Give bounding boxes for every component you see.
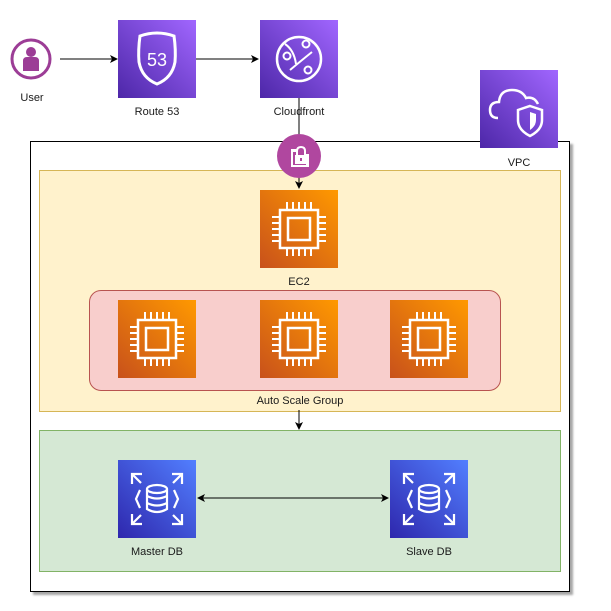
master-db-label: Master DB [131,546,183,558]
ec2-label: EC2 [288,276,310,288]
ec2-chip-icon [402,312,456,366]
asg-instance-1[interactable] [118,300,196,378]
cloudfront-label: Cloudfront [273,106,325,118]
route53-icon: 53 [137,31,177,86]
vpc-label: VPC [507,157,531,169]
user-label: User [20,92,44,104]
route53-node[interactable]: 53 [118,20,196,98]
user-icon [10,38,52,80]
rds-icon [130,472,184,526]
vpc-icon [488,88,544,138]
route53-badge: 53 [147,50,167,70]
asg-instance-3[interactable] [390,300,468,378]
ec2-chip-icon [272,312,326,366]
asg-instance-2[interactable] [260,300,338,378]
ec2-chip-icon [272,202,326,256]
slave-db-node[interactable] [390,460,468,538]
cloudfront-node[interactable] [260,20,338,98]
slave-db-label: Slave DB [406,546,452,558]
vpc-node[interactable] [480,70,558,148]
cloudfront-icon [275,35,323,83]
asg-label: Auto Scale Group [256,395,344,407]
ec2-node[interactable] [260,190,338,268]
ssl-lock-icon [277,134,321,178]
ssl-node[interactable] [276,133,322,179]
route53-label: Route 53 [134,106,180,118]
user-node[interactable] [10,38,52,80]
master-db-node[interactable] [118,460,196,538]
ec2-chip-icon [130,312,184,366]
rds-icon [402,472,456,526]
